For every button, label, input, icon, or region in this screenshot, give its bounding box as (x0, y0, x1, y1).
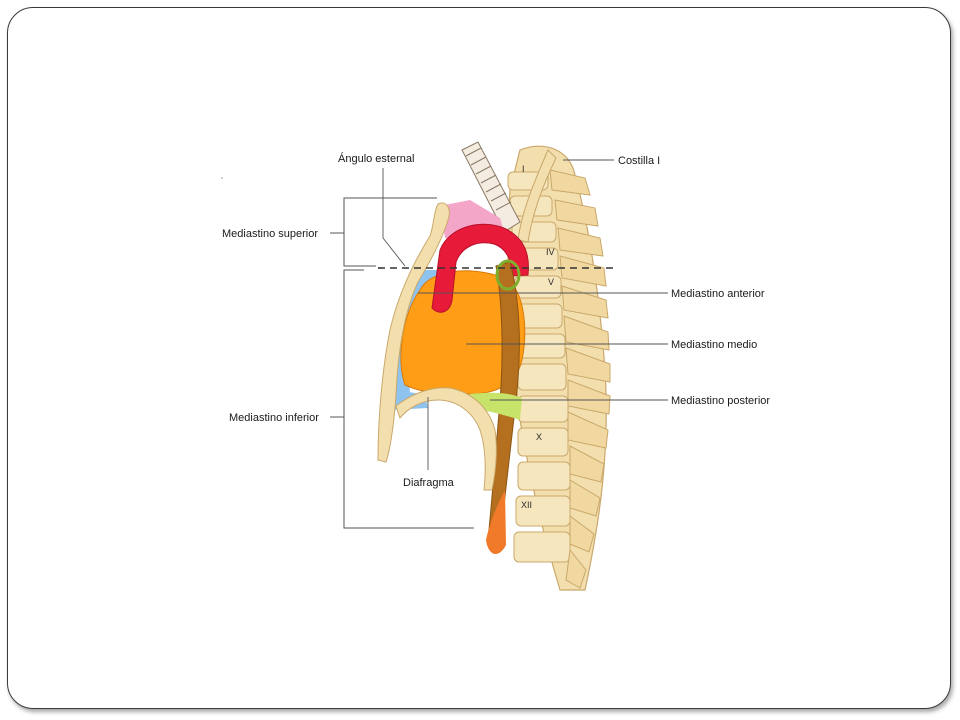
brackets (330, 197, 474, 529)
vertebra-iv: IV (546, 247, 555, 257)
label-mediastino-superior: Mediastino superior (222, 228, 318, 240)
label-mediastino-anterior: Mediastino anterior (671, 288, 765, 300)
trachea (461, 141, 521, 233)
sternum (377, 202, 450, 463)
label-angulo-esternal: Ángulo esternal (338, 152, 414, 165)
superior-bracket (343, 197, 437, 267)
vertebral-column (507, 145, 611, 591)
label-mediastino-medio: Mediastino medio (671, 339, 757, 351)
leader-lines (382, 159, 668, 470)
label-diafragma: Diafragma (403, 477, 455, 489)
aortic-arch (431, 223, 529, 313)
vertebra-xii: XII (521, 500, 532, 510)
label-mediastino-inferior: Mediastino inferior (229, 412, 319, 424)
angulo-leader (382, 168, 406, 267)
first-rib (517, 149, 557, 243)
vertebra-v: V (548, 277, 554, 287)
diaphragm (395, 387, 497, 491)
label-costilla-i: Costilla I (618, 155, 660, 167)
speck (221, 177, 223, 179)
vertebra-i: I (522, 164, 525, 174)
vertebra-x: X (536, 432, 542, 442)
inferior-bracket (343, 269, 474, 529)
bronchus-ring (495, 259, 521, 291)
label-mediastino-posterior: Mediastino posterior (671, 395, 770, 407)
abdominal-aorta (486, 490, 506, 555)
